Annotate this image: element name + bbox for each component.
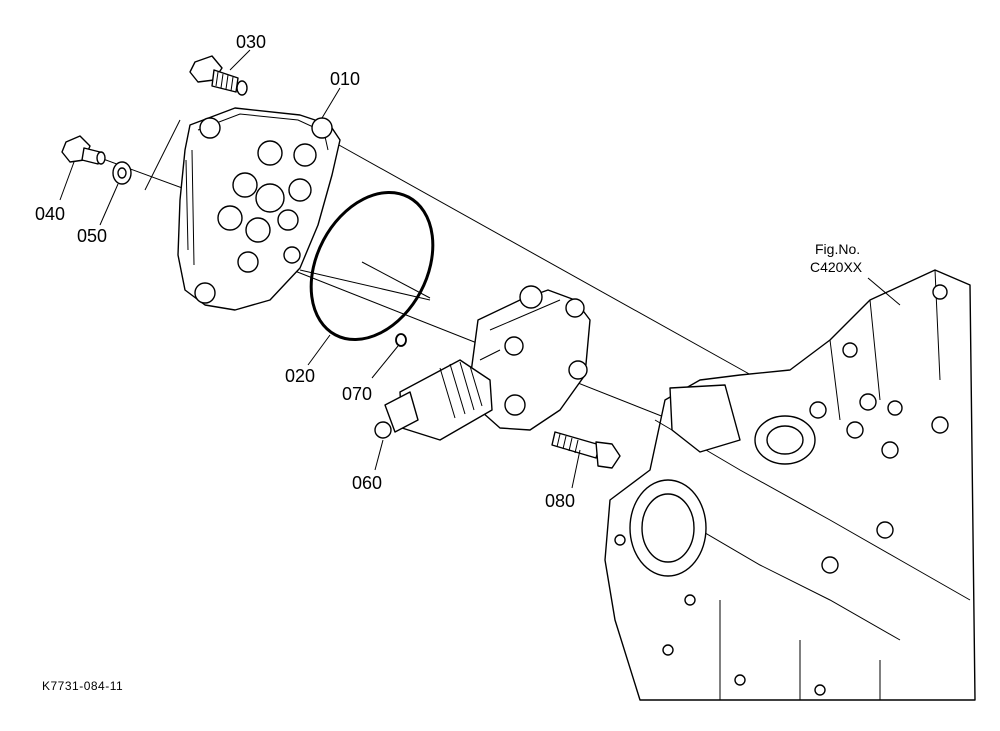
- part-label-070: 070: [342, 384, 373, 404]
- bolt-040: [61, 135, 106, 165]
- part-label-010: 010: [330, 69, 361, 89]
- pump-cover-010: [177, 107, 341, 311]
- bolt-030: [189, 55, 248, 96]
- part-label-020: 020: [285, 366, 316, 386]
- part-label-030: 030: [236, 32, 267, 52]
- o-ring-070: [395, 333, 407, 347]
- bolt-080: [551, 431, 621, 469]
- drawing-code: K7731-084-11: [42, 679, 124, 693]
- valve-060: [374, 285, 591, 441]
- part-label-080: 080: [545, 491, 576, 511]
- part-label-060: 060: [352, 473, 383, 493]
- fig-ref-title: Fig.No.: [815, 241, 861, 257]
- part-label-050: 050: [77, 226, 108, 246]
- leader-lines: [59, 49, 901, 489]
- fig-ref-number: C420XX: [810, 259, 863, 275]
- o-ring-020: [309, 190, 435, 342]
- assembly-guide-lines: [94, 119, 761, 437]
- washer-050: [112, 161, 132, 185]
- part-label-040: 040: [35, 204, 66, 224]
- transmission-housing: [604, 269, 976, 701]
